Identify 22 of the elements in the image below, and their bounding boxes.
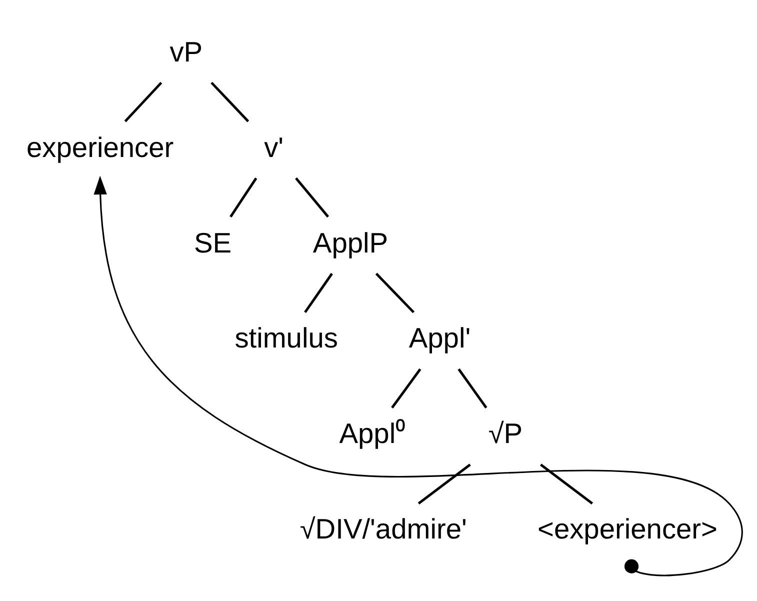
node-text: Appl⁰ [339,416,406,449]
node-text: stimulus [234,321,338,354]
connector [304,272,333,313]
node-text: <experiencer> [538,512,718,544]
node-text: √P [488,416,523,449]
connector [124,81,162,122]
connector [458,368,488,408]
connector [210,81,250,122]
connector [375,272,415,313]
connector [295,176,330,218]
arrow [94,175,743,576]
connector [540,463,594,504]
node-text: ApplP [312,226,388,258]
node-text: vP [170,34,203,67]
node-text: SE [194,226,232,258]
connector [230,176,258,218]
connector [391,368,422,408]
node-text: √DIV/'admire' [300,512,467,544]
node-text: Appl' [408,321,471,354]
connector [418,463,471,504]
node-text: experiencer [26,130,174,162]
node-text: v' [264,130,284,162]
